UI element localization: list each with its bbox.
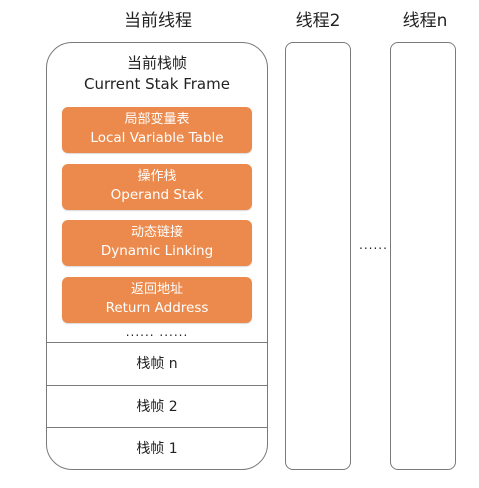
current-thread-stack: 当前栈帧 Current Stak Frame 局部变量表 Local Vari… [46, 42, 268, 470]
operand-stack-box: 操作栈 Operand Stak [62, 164, 252, 210]
slot-label-zh: 局部变量表 [124, 112, 190, 127]
slot-label-zh: 返回地址 [130, 282, 183, 297]
threads-ellipsis: ...... [359, 238, 388, 252]
slot-label-en: Dynamic Linking [100, 243, 214, 259]
slot-label-en: Operand Stak [110, 187, 204, 203]
dynamic-linking-box: 动态链接 Dynamic Linking [62, 220, 252, 266]
thread-n-title: 线程n [402, 11, 448, 31]
current-thread-title: 当前线程 [124, 11, 192, 31]
stack-frame-1: 栈帧 1 [136, 441, 178, 457]
slot-label-zh: 动态链接 [130, 225, 183, 240]
thread-2-stack [285, 42, 351, 470]
local-variable-table-box: 局部变量表 Local Variable Table [62, 107, 252, 153]
thread-2-title: 线程2 [295, 11, 341, 31]
slot-label-en: Return Address [105, 300, 209, 316]
frame-ellipsis: ...... ...... [125, 325, 189, 339]
current-stack-frame: 当前栈帧 Current Stak Frame 局部变量表 Local Vari… [47, 43, 267, 343]
return-address-box: 返回地址 Return Address [62, 277, 252, 323]
stack-frame-2: 栈帧 2 [47, 386, 267, 428]
current-frame-title-en: Current Stak Frame [84, 75, 230, 93]
stack-frame-n: 栈帧 n [47, 343, 267, 386]
slot-label-zh: 操作栈 [137, 169, 177, 184]
current-frame-title-zh: 当前栈帧 [126, 54, 187, 72]
thread-n-stack [390, 42, 456, 470]
slot-label-en: Local Variable Table [90, 130, 224, 146]
